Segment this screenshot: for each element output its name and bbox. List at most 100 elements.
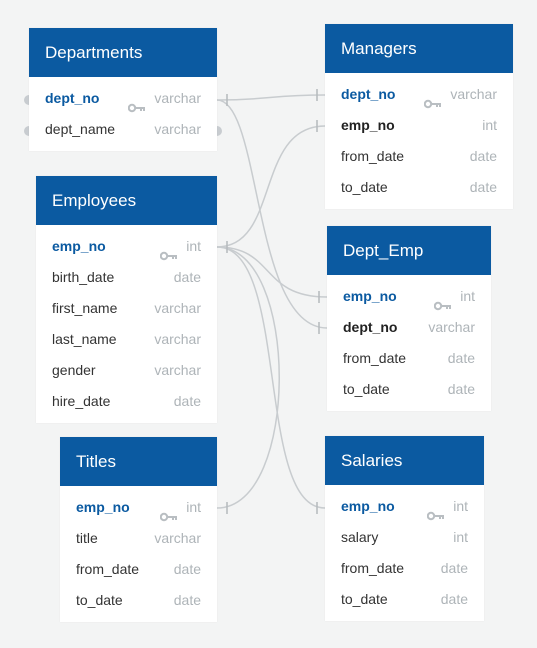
field-name: emp_no xyxy=(343,288,397,304)
field-type: int xyxy=(482,117,497,133)
field-row[interactable]: emp_no int xyxy=(60,492,217,523)
primary-key-icon xyxy=(427,501,445,521)
relation-employees-deptemp xyxy=(216,246,328,298)
field-type: varchar xyxy=(154,331,201,347)
field-name: from_date xyxy=(76,561,140,577)
relation-employees-managers xyxy=(216,125,326,248)
field-type: date xyxy=(447,381,475,397)
field-row[interactable]: from_date date xyxy=(325,141,513,172)
field-name: emp_no xyxy=(341,498,395,514)
field-name: emp_no xyxy=(52,238,106,254)
field-row[interactable]: dept_no varchar xyxy=(325,79,513,110)
table-managers[interactable]: Managers dept_no varchar emp_no int from_date… xyxy=(325,24,513,209)
field-name: first_name xyxy=(52,300,118,316)
field-name: from_date xyxy=(341,148,405,164)
field-row[interactable]: emp_no int xyxy=(325,491,484,522)
table-title: Departments xyxy=(29,28,217,77)
field-type: int xyxy=(460,288,475,304)
field-type: date xyxy=(469,148,497,164)
field-name: dept_name xyxy=(45,121,116,137)
field-type: varchar xyxy=(154,300,201,316)
field-name: to_date xyxy=(341,179,388,195)
field-type: varchar xyxy=(428,319,475,335)
relation-departments-deptemp xyxy=(216,99,328,329)
field-type: varchar xyxy=(154,362,201,378)
field-row[interactable]: dept_no varchar xyxy=(29,83,217,114)
table-title: Managers xyxy=(325,24,513,73)
field-type: varchar xyxy=(154,90,201,106)
table-title: Dept_Emp xyxy=(327,226,491,275)
field-type: date xyxy=(173,269,201,285)
field-row[interactable]: last_name varchar xyxy=(36,324,217,355)
field-row[interactable]: dept_no varchar xyxy=(327,312,491,343)
field-type: date xyxy=(469,179,497,195)
field-name: emp_no xyxy=(341,117,395,133)
relation-employees-titles xyxy=(216,246,280,509)
field-name: salary xyxy=(341,529,379,545)
connector-dot xyxy=(212,126,222,136)
field-name: title xyxy=(76,530,98,546)
table-title: Titles xyxy=(60,437,217,486)
field-name: hire_date xyxy=(52,393,111,409)
field-name: dept_no xyxy=(341,86,396,102)
field-name: gender xyxy=(52,362,96,378)
field-name: to_date xyxy=(341,591,388,607)
field-type: varchar xyxy=(154,121,201,137)
table-title: Salaries xyxy=(325,436,484,485)
field-row[interactable]: dept_name varchar xyxy=(29,114,217,145)
field-type: date xyxy=(173,561,201,577)
field-name: emp_no xyxy=(76,499,130,515)
field-type: varchar xyxy=(450,86,497,102)
field-row[interactable]: emp_no int xyxy=(327,281,491,312)
table-title: Employees xyxy=(36,176,217,225)
field-row[interactable]: to_date date xyxy=(327,374,491,405)
field-type: int xyxy=(186,238,201,254)
field-row[interactable]: salary int xyxy=(325,522,484,553)
field-row[interactable]: from_date date xyxy=(60,554,217,585)
field-name: dept_no xyxy=(45,90,100,106)
field-name: birth_date xyxy=(52,269,115,285)
field-row[interactable]: hire_date date xyxy=(36,386,217,417)
field-row[interactable]: birth_date date xyxy=(36,262,217,293)
field-name: to_date xyxy=(76,592,123,608)
primary-key-icon xyxy=(434,291,452,311)
field-type: int xyxy=(186,499,201,515)
field-row[interactable]: emp_no int xyxy=(36,231,217,262)
table-dept-emp[interactable]: Dept_Emp emp_no int dept_no varchar from_date… xyxy=(327,226,491,411)
field-row[interactable]: to_date date xyxy=(60,585,217,616)
field-type: date xyxy=(173,592,201,608)
field-type: date xyxy=(440,560,468,576)
field-row[interactable]: to_date date xyxy=(325,172,513,203)
primary-key-icon xyxy=(160,502,178,522)
field-type: varchar xyxy=(154,530,201,546)
primary-key-icon xyxy=(160,241,178,261)
field-row[interactable]: title varchar xyxy=(60,523,217,554)
field-type: int xyxy=(453,498,468,514)
field-row[interactable]: first_name varchar xyxy=(36,293,217,324)
field-row[interactable]: gender varchar xyxy=(36,355,217,386)
primary-key-icon xyxy=(424,89,442,109)
field-name: from_date xyxy=(343,350,407,366)
field-name: to_date xyxy=(343,381,390,397)
field-row[interactable]: emp_no int xyxy=(325,110,513,141)
field-name: dept_no xyxy=(343,319,398,335)
primary-key-icon xyxy=(128,93,146,113)
field-type: date xyxy=(173,393,201,409)
field-name: last_name xyxy=(52,331,117,347)
field-type: int xyxy=(453,529,468,545)
